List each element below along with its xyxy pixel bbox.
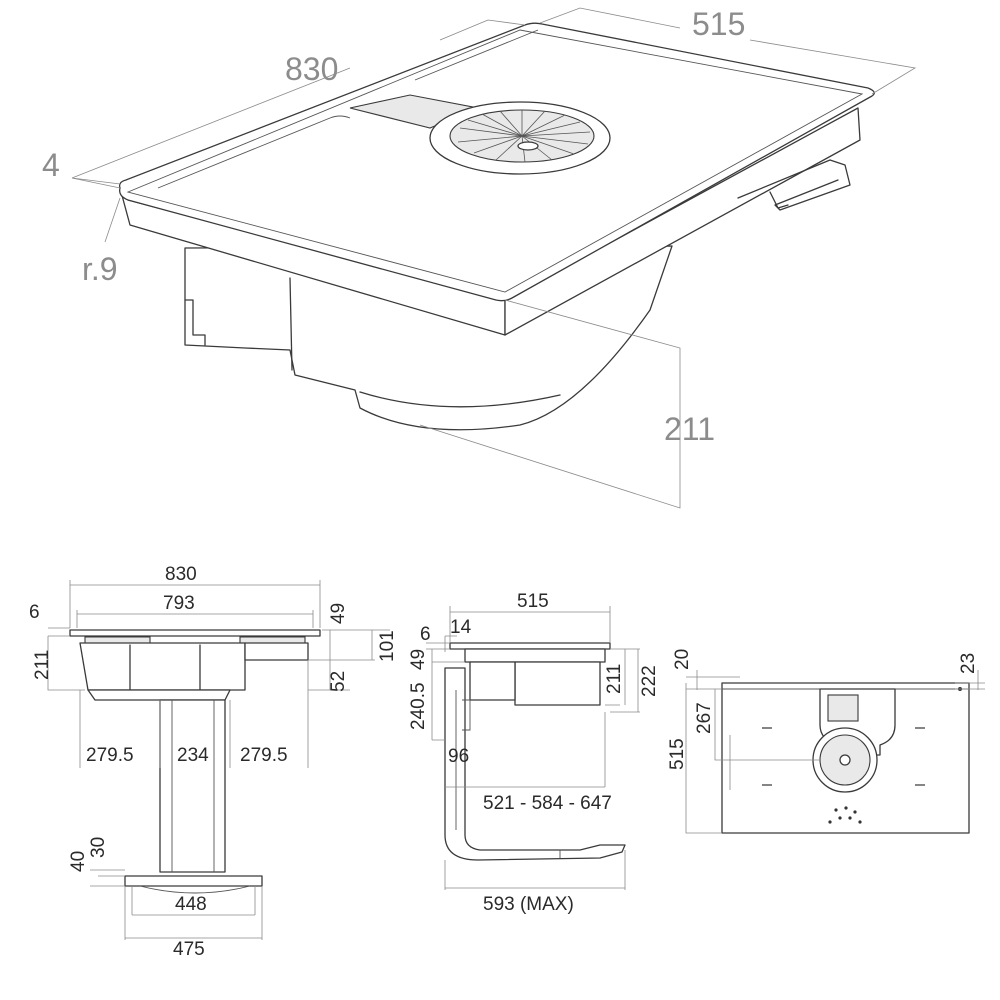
front-dim-base — [90, 869, 263, 940]
front-label-234: 234 — [177, 745, 209, 766]
side-dim-bottom — [444, 712, 626, 890]
side-label-49: 49 — [408, 649, 429, 670]
front-label-6: 6 — [29, 602, 40, 623]
housing-curve — [359, 391, 561, 408]
plan-label-23: 23 — [958, 653, 979, 674]
dim-4-line — [71, 177, 121, 185]
side-housing — [514, 661, 601, 706]
cooktop-front-face — [504, 107, 861, 336]
label-4: 4 — [42, 147, 60, 183]
front-label-279-right: 279.5 — [240, 745, 288, 766]
front-label-475: 475 — [173, 939, 205, 960]
front-dim-right — [308, 629, 390, 691]
plan-label-267: 267 — [694, 702, 715, 734]
front-glass — [69, 629, 321, 637]
zone-line-left — [157, 115, 351, 189]
side-label-14: 14 — [450, 617, 472, 638]
side-dim-515 — [449, 606, 611, 643]
front-label-830: 830 — [165, 564, 197, 585]
front-vents — [84, 636, 306, 644]
plan-touch-dots — [828, 806, 862, 824]
front-label-101: 101 — [377, 630, 398, 662]
side-label-515: 515 — [517, 591, 549, 612]
plan-vent-hub — [839, 754, 851, 766]
side-dim-left — [426, 635, 465, 741]
dim-r9-line — [104, 197, 121, 243]
side-label-96: 96 — [448, 746, 469, 767]
label-830: 830 — [285, 51, 338, 87]
plan-label-515: 515 — [667, 738, 688, 770]
plan-label-20: 20 — [672, 649, 693, 670]
side-elbow — [462, 699, 471, 731]
side-dim-right — [605, 648, 640, 713]
front-label-793: 793 — [163, 593, 195, 614]
side-label-extension: 521 - 584 - 647 — [483, 793, 612, 814]
front-label-448: 448 — [175, 894, 207, 915]
front-duct-top — [87, 689, 231, 701]
dim-211-line — [419, 299, 681, 509]
front-label-52: 52 — [328, 671, 349, 692]
plan-dim-20 — [686, 670, 740, 690]
dim-830-line — [71, 19, 526, 189]
side-label-222: 222 — [639, 665, 660, 697]
front-label-40: 40 — [68, 851, 89, 872]
side-motor — [469, 661, 516, 701]
rear-tab — [769, 191, 789, 209]
vent-hub — [517, 141, 539, 151]
front-view: 830 793 6 211 49 101 52 279.5 234 279.5 … — [29, 564, 398, 960]
side-label-593: 593 (MAX) — [483, 894, 574, 915]
front-label-49: 49 — [328, 603, 349, 624]
isometric-view: 830 515 4 r.9 211 — [42, 6, 917, 509]
side-top-module — [464, 648, 606, 663]
dim-515-line — [539, 7, 917, 95]
plan-dim-267 — [714, 689, 820, 761]
front-base — [124, 875, 263, 887]
plan-control-panel — [827, 694, 859, 722]
plan-dim-23 — [955, 670, 985, 690]
side-label-240: 240.5 — [408, 682, 429, 730]
front-column — [159, 699, 226, 873]
vent-fan-blades — [457, 110, 591, 163]
label-211: 211 — [664, 411, 715, 447]
label-515: 515 — [692, 6, 745, 42]
plan-dim-515 — [685, 683, 722, 834]
bracket-left — [184, 299, 206, 346]
zone-line-right — [414, 29, 539, 81]
housing-divider — [289, 277, 293, 371]
front-label-211: 211 — [32, 650, 53, 680]
front-column-edge — [171, 700, 215, 872]
front-housing — [79, 642, 246, 691]
side-duct-inner — [455, 690, 561, 858]
front-dim-211 — [47, 636, 85, 691]
side-label-6: 6 — [420, 624, 431, 645]
front-base-foot — [139, 885, 251, 894]
plan-zone-markers — [762, 727, 925, 786]
front-dim-6 — [48, 627, 70, 637]
front-label-279-left: 279.5 — [86, 745, 134, 766]
front-label-30: 30 — [88, 837, 109, 858]
front-right-module — [244, 642, 309, 661]
side-label-211: 211 — [604, 664, 625, 694]
front-dim-830 — [69, 580, 321, 628]
front-dim-segments — [79, 660, 309, 768]
side-view: 515 6 14 49 240.5 211 222 96 521 - 584 -… — [408, 591, 660, 915]
side-glass — [449, 642, 611, 650]
front-dim-793 — [76, 610, 314, 628]
glass-inner-edge — [126, 29, 864, 293]
rear-bracket — [737, 159, 851, 211]
side-duct — [444, 667, 626, 861]
plan-view: 20 23 267 515 — [667, 649, 985, 834]
front-housing-lines — [129, 644, 201, 691]
label-r9: r.9 — [82, 251, 118, 287]
